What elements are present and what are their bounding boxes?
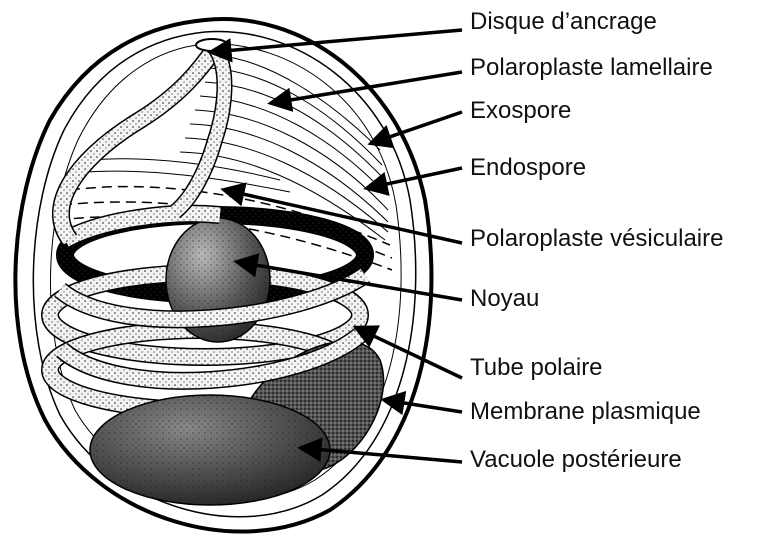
label-tube-polaire: Tube polaire [470, 354, 603, 382]
label-polaroplaste-vesiculaire: Polaroplaste vésiculaire [470, 225, 723, 253]
label-exospore: Exospore [470, 97, 571, 125]
label-disque-ancrage: Disque d’ancrage [470, 8, 657, 36]
label-noyau: Noyau [470, 285, 539, 313]
label-polaroplaste-lamellaire: Polaroplaste lamellaire [470, 54, 713, 82]
label-membrane-plasmique: Membrane plasmique [470, 398, 701, 426]
label-vacuole-posterieure: Vacuole postérieure [470, 446, 682, 474]
anchoring-disc [196, 39, 228, 51]
label-endospore: Endospore [470, 154, 586, 182]
